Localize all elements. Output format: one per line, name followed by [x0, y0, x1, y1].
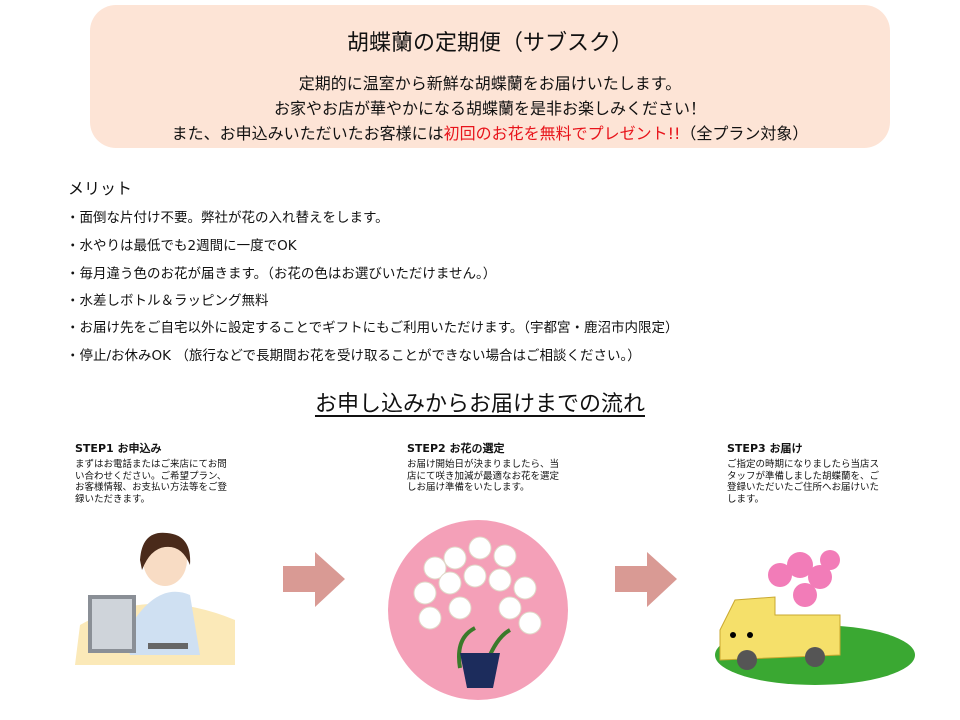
step-1: STEP1 お申込み まずはお電話またはご来店にてお問い合わせください。ご希望プ…	[75, 440, 235, 505]
banner-line-2: お家やお店が華やかになる胡蝶蘭を是非お楽しみください！	[273, 99, 706, 118]
merit-item: ・お届け先をご自宅以外に設定することでギフトにもご利用いただけます。（宇都宮・鹿…	[66, 320, 679, 336]
flow-title: お申し込みからお届けまでの流れ	[314, 392, 645, 417]
arrow-icon	[283, 552, 345, 607]
operator-illustration	[75, 532, 235, 665]
banner: 胡蝶蘭の定期便（サブスク） 定期的に温室から新鮮な胡蝶蘭をお届けいたします。 お…	[90, 5, 890, 148]
merit-item: ・面倒な片付け不要。弊社が花の入れ替えをします。	[66, 210, 389, 226]
banner-line-3-suffix: （全プラン対象）	[680, 124, 809, 143]
banner-line-3: また、お申込みいただいたお客様には初回のお花を無料でプレゼント!!（全プラン対象…	[90, 120, 890, 144]
banner-line-3-prefix: また、お申込みいただいたお客様には	[171, 124, 444, 143]
step-2: STEP2 お花の選定 お届け開始日が決まりましたら、当店にて咲き加減が最適なお…	[407, 440, 567, 494]
merit-item: ・水差しボトル＆ラッピング無料	[66, 293, 269, 309]
step-heading: STEP3 お届け	[727, 442, 803, 455]
arrow-icon	[615, 552, 677, 607]
step-heading: STEP1 お申込み	[75, 442, 162, 455]
orchid-illustration	[388, 520, 568, 700]
merits-heading: メリット	[68, 179, 133, 198]
free-gift-highlight: 初回のお花を無料でプレゼント!!	[443, 124, 681, 143]
step-text: まずはお電話またはご来店にてお問い合わせください。ご希望プラン、お客様情報、お支…	[75, 459, 228, 505]
banner-line-1: 定期的に温室から新鮮な胡蝶蘭をお届けいたします。	[298, 74, 682, 93]
step-heading: STEP2 お花の選定	[407, 442, 505, 455]
merit-item: ・水やりは最低でも2週間に一度でOK	[66, 238, 297, 254]
merit-item: ・停止/お休みOK （旅行などで長期間お花を受け取ることができない場合はご相談く…	[66, 348, 641, 364]
step-text: ご指定の時期になりましたら当店スタッフが準備しました胡蝶蘭を、ご登録いただいたご…	[727, 459, 880, 505]
merit-item: ・毎月違う色のお花が届きます。（お花の色はお選びいただけません。）	[66, 266, 497, 282]
banner-title: 胡蝶蘭の定期便（サブスク）	[346, 31, 633, 56]
step-text: お届け開始日が決まりましたら、当店にて咲き加減が最適なお花を選定しお届け準備をい…	[407, 459, 560, 493]
step-3: STEP3 お届け ご指定の時期になりましたら当店スタッフが準備しました胡蝶蘭を…	[727, 440, 887, 505]
delivery-truck-illustration	[715, 550, 915, 685]
